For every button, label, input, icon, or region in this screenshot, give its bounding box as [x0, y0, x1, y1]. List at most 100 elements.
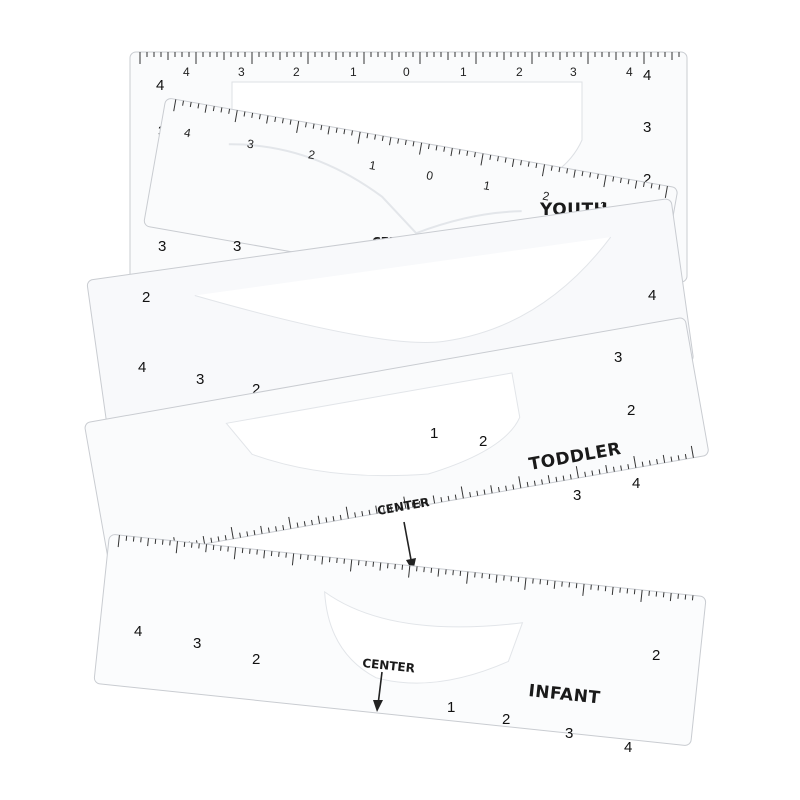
tick-mark — [289, 119, 292, 125]
tick-mark — [281, 118, 284, 124]
tick-mark — [634, 180, 638, 189]
tick-mark — [568, 582, 571, 588]
tick-mark — [488, 573, 491, 580]
svg-text:3: 3 — [233, 238, 241, 255]
tick-mark — [503, 575, 505, 581]
tick-mark — [575, 466, 579, 479]
tick-mark — [495, 574, 498, 583]
tick-mark — [357, 131, 361, 144]
svg-text:4: 4 — [632, 475, 640, 492]
tick-mark — [480, 153, 484, 166]
svg-text:3: 3 — [614, 349, 622, 366]
tick-mark — [291, 553, 295, 566]
tick-mark — [655, 591, 658, 597]
tick-mark — [510, 576, 512, 582]
tick-mark — [189, 102, 192, 108]
tick-mark — [397, 504, 400, 510]
tick-mark — [584, 471, 587, 477]
tick-mark — [394, 564, 396, 570]
svg-text:2: 2 — [627, 402, 635, 419]
tick-mark — [278, 551, 280, 557]
tick-mark — [321, 556, 324, 565]
tick-mark — [249, 548, 251, 554]
tick-mark — [345, 506, 349, 519]
tick-mark — [361, 511, 364, 517]
svg-text:3: 3 — [193, 635, 201, 652]
tick-mark — [204, 104, 208, 113]
tick-mark — [275, 526, 277, 532]
toddler-center-arrow — [403, 521, 413, 566]
infant-ruler — [93, 534, 707, 746]
tick-mark — [546, 580, 549, 586]
tick-mark — [161, 539, 164, 545]
tick-mark — [253, 530, 256, 536]
tick-mark — [619, 177, 622, 183]
tick-mark — [307, 554, 309, 560]
tick-mark — [299, 554, 302, 560]
svg-text:1: 1 — [460, 65, 467, 79]
tick-mark — [220, 107, 223, 113]
tick-mark — [541, 479, 543, 485]
tick-mark — [401, 564, 404, 570]
tick-mark — [379, 562, 382, 571]
tick-mark — [239, 532, 242, 538]
svg-text:2: 2 — [541, 189, 550, 204]
tick-mark — [598, 469, 601, 475]
tick-mark — [490, 485, 493, 494]
svg-text:2: 2 — [502, 711, 510, 728]
tick-mark — [224, 535, 227, 541]
tick-mark — [132, 536, 135, 542]
tick-mark — [620, 465, 623, 471]
tick-mark — [504, 157, 507, 163]
tick-mark — [466, 150, 469, 156]
tick-mark — [532, 578, 534, 584]
tick-mark — [173, 99, 177, 112]
tick-mark — [573, 169, 576, 178]
tick-mark — [117, 535, 120, 548]
tick-mark — [175, 541, 179, 554]
tick-mark — [427, 143, 430, 150]
tick-mark — [550, 165, 553, 171]
svg-text:0: 0 — [403, 65, 410, 79]
svg-text:3: 3 — [573, 487, 581, 504]
tick-mark — [527, 161, 530, 167]
svg-text:0: 0 — [425, 168, 434, 183]
toddler-ruler — [84, 317, 709, 561]
svg-text:4: 4 — [183, 125, 192, 140]
tick-mark — [403, 496, 407, 509]
tick-mark — [140, 537, 142, 543]
tick-mark — [430, 567, 433, 573]
tick-mark — [312, 123, 315, 129]
tick-mark — [669, 593, 672, 602]
tick-mark — [437, 568, 440, 577]
adult-left-num-4: 4 — [156, 77, 164, 94]
tick-mark — [327, 126, 330, 135]
tick-mark — [390, 505, 392, 512]
tick-mark — [597, 585, 600, 591]
toddler-ticks — [115, 445, 694, 560]
tick-mark — [397, 138, 400, 144]
tick-mark — [191, 542, 193, 548]
tick-mark — [263, 550, 266, 559]
second-left-2b: 2 — [252, 381, 260, 398]
tick-mark — [411, 502, 414, 508]
tick-mark — [418, 500, 421, 506]
tick-mark — [535, 162, 538, 169]
adult-top-ticks — [139, 52, 680, 64]
tick-mark — [452, 570, 454, 576]
adult-right-num-2: 2 — [643, 171, 651, 188]
tick-mark — [267, 527, 270, 533]
svg-text:3: 3 — [565, 725, 573, 742]
tick-mark — [426, 499, 428, 505]
tick-mark — [633, 589, 636, 595]
tick-mark — [466, 571, 469, 584]
second-left-3: 3 — [158, 238, 166, 255]
tick-mark — [650, 183, 653, 189]
infant-ticks — [117, 535, 694, 603]
tick-mark — [469, 492, 472, 498]
tick-mark — [562, 475, 565, 481]
tick-mark — [227, 546, 229, 552]
tick-mark — [372, 561, 375, 567]
adult-right-num-4: 4 — [643, 67, 651, 84]
tick-mark — [419, 142, 423, 155]
